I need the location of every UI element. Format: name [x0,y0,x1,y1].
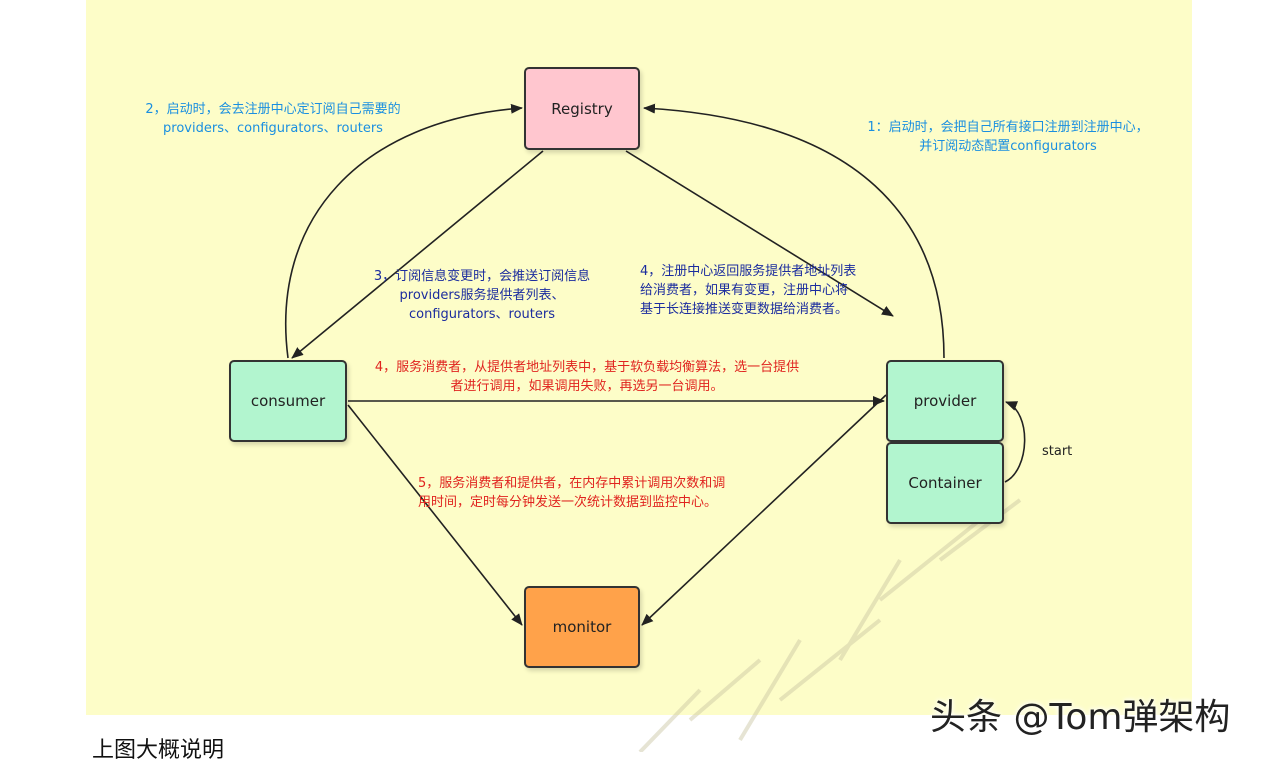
note-line: 3，订阅信息变更时，会推送订阅信息 [373,269,591,284]
note-line: 1：启动时，会把自己所有接口注册到注册中心， [867,120,1149,135]
note-line: 基于长连接推送变更数据给消费者。 [640,302,849,317]
note-line: 者进行调用，如果调用失败，再选另一台调用。 [450,379,724,394]
provider-node: provider [886,360,1004,442]
edge-consumer-to-registry [284,103,523,359]
note-registry-push: 4，注册中心返回服务提供者地址列表 给消费者，如果有变更，注册中心将 基于长连接… [640,262,960,319]
consumer-label: consumer [250,392,326,410]
note-invoke: 4，服务消费者，从提供者地址列表中，基于软负载均衡算法，选一台提供 者进行调用，… [357,358,817,396]
container-label: Container [908,474,982,492]
container-node: Container [886,442,1004,524]
edge-provider-to-registry [643,103,945,359]
note-line: 4，服务消费者，从提供者地址列表中，基于软负载均衡算法，选一台提供 [374,360,800,375]
note-line: 4，注册中心返回服务提供者地址列表 [640,264,857,279]
caption-text: 上图大概说明 [92,738,225,763]
edge-consumer-to-monitor [347,404,523,626]
edge-container-start [1004,401,1026,483]
monitor-node: monitor [524,586,640,668]
monitor-label: monitor [552,618,612,636]
note-line: providers服务提供者列表、 [399,288,565,303]
note-line: 5，服务消费者和提供者，在内存中累计调用次数和调 [418,476,726,491]
note-line: 2，启动时，会去注册中心定订阅自己需要的 [145,102,401,117]
note-notify: 3，订阅信息变更时，会推送订阅信息 providers服务提供者列表、 conf… [332,267,632,324]
note-subscribe: 2，启动时，会去注册中心定订阅自己需要的 providers、configura… [108,100,438,138]
registry-node: Registry [524,67,640,150]
edge-provider-to-monitor [641,394,887,626]
edge-registry-to-provider [625,150,894,317]
note-line: 并订阅动态配置configurators [919,139,1097,154]
note-count: 5，服务消费者和提供者，在内存中累计调用次数和调 用时间，定时每分钟发送一次统计… [418,474,818,512]
note-line: 给消费者，如果有变更，注册中心将 [640,283,849,298]
provider-label: provider [913,392,977,410]
note-line: providers、configurators、routers [163,121,383,136]
note-register: 1：启动时，会把自己所有接口注册到注册中心， 并订阅动态配置configurat… [838,118,1178,156]
start-label: start [1042,444,1073,459]
watermark: 头条 @Tom弹架构 [930,697,1231,738]
note-line: configurators、routers [409,307,555,322]
edge-registry-to-consumer [291,150,544,359]
consumer-node: consumer [229,360,347,442]
note-line: 用时间，定时每分钟发送一次统计数据到监控中心。 [418,495,718,510]
registry-label: Registry [551,99,613,118]
